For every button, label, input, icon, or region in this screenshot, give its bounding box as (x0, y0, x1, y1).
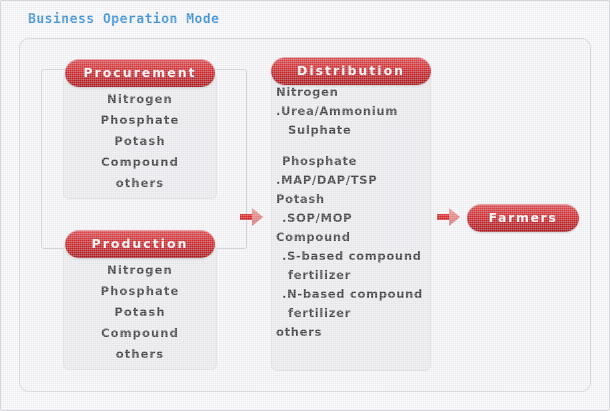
list-item: others (115, 176, 165, 190)
list-item: Potash (276, 192, 325, 206)
list-item-spacer (273, 140, 431, 152)
list-item: .SOP/MOP (282, 211, 353, 225)
list-item: Phosphate (100, 284, 180, 298)
list-item: Nitrogen (107, 263, 173, 277)
procurement-panel (63, 73, 217, 199)
list-item: Compound (276, 230, 351, 244)
list-item: .MAP/DAP/TSP (276, 173, 378, 187)
distribution-node-label[interactable]: Distribution (271, 57, 431, 85)
list-item: Phosphate (100, 113, 180, 127)
list-item: Potash (114, 134, 166, 148)
distribution-item-list: Nitrogen .Urea/Ammonium Sulphate Phospha… (273, 83, 431, 342)
list-item: Potash (114, 305, 166, 319)
list-item: others (276, 325, 323, 339)
right-arrow-icon (436, 207, 462, 227)
list-item: Compound (101, 326, 179, 340)
production-node-label[interactable]: Production (65, 230, 215, 258)
farmers-node-label[interactable]: Farmers (467, 204, 579, 232)
list-item: fertilizer (288, 268, 351, 282)
list-item: .Urea/Ammonium (276, 104, 399, 118)
list-item: .N-based compound (282, 287, 423, 301)
list-item: Phosphate (282, 154, 358, 168)
list-item: fertilizer (288, 306, 351, 320)
procurement-node-label[interactable]: Procurement (65, 59, 215, 87)
list-item: Nitrogen (276, 85, 339, 99)
procurement-item-list: Nitrogen Phosphate Potash Compound other… (63, 89, 217, 194)
list-item: others (115, 347, 165, 361)
list-item: Compound (101, 155, 179, 169)
list-item: Nitrogen (107, 92, 173, 106)
distribution-panel (271, 71, 431, 371)
page-title: Business Operation Mode (28, 12, 220, 27)
production-item-list: Nitrogen Phosphate Potash Compound other… (63, 260, 217, 365)
list-item: Sulphate (288, 123, 352, 137)
right-arrow-icon (239, 207, 265, 227)
list-item: .S-based compound (282, 249, 422, 263)
